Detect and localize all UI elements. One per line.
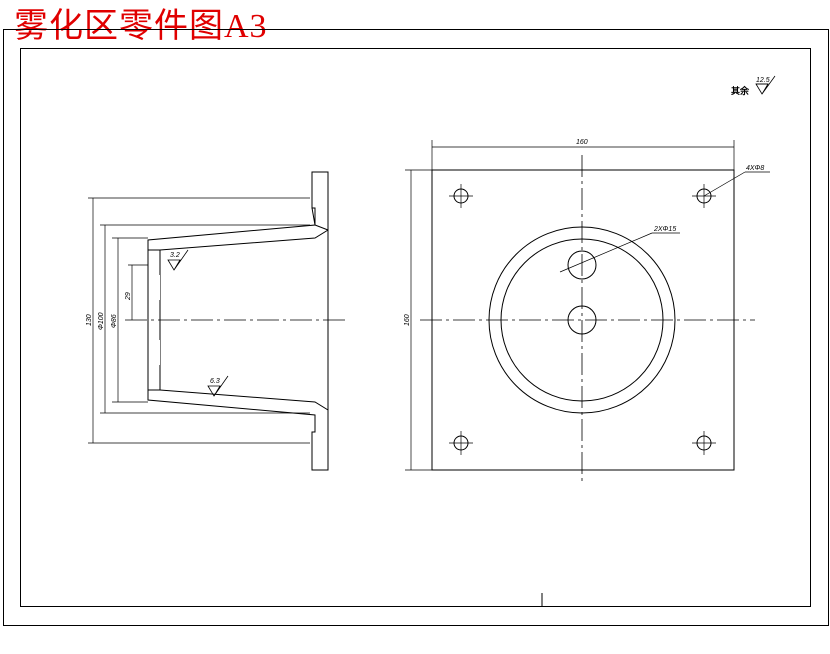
plan-hole-note-center: 2XΦ15 — [653, 226, 676, 233]
roughness-note-value: 12.5 — [756, 77, 770, 84]
section-wall-lower — [147, 389, 329, 471]
plan-hole-note-corner: 4XΦ8 — [746, 165, 764, 172]
dim-dia3: Φ86 — [111, 314, 118, 328]
roughness-section-2: 6.3 — [210, 378, 220, 385]
dim-outer-dia: 130 — [86, 314, 93, 326]
roughness-note: 其余 12.5 — [731, 75, 776, 97]
dim-depth: 29 — [125, 292, 132, 301]
section-wall-upper — [147, 171, 329, 251]
drawing-title: 雾化区零件图A3 — [14, 8, 268, 45]
plan-corner-holes — [449, 184, 716, 455]
roughness-note-label: 其余 — [731, 85, 750, 97]
section-view: 130 Φ100 Φ86 29 3.2 6.3 — [86, 171, 345, 471]
plan-center-hole-top — [567, 250, 597, 280]
plan-view: 160 160 4XΦ8 2XΦ15 — [404, 139, 770, 485]
plan-height-dim: 160 — [404, 314, 411, 326]
roughness-section-1: 3.2 — [170, 252, 180, 259]
sheet-border — [3, 29, 829, 626]
plan-width-dim: 160 — [576, 139, 588, 146]
dim-dia2: Φ100 — [98, 312, 105, 330]
